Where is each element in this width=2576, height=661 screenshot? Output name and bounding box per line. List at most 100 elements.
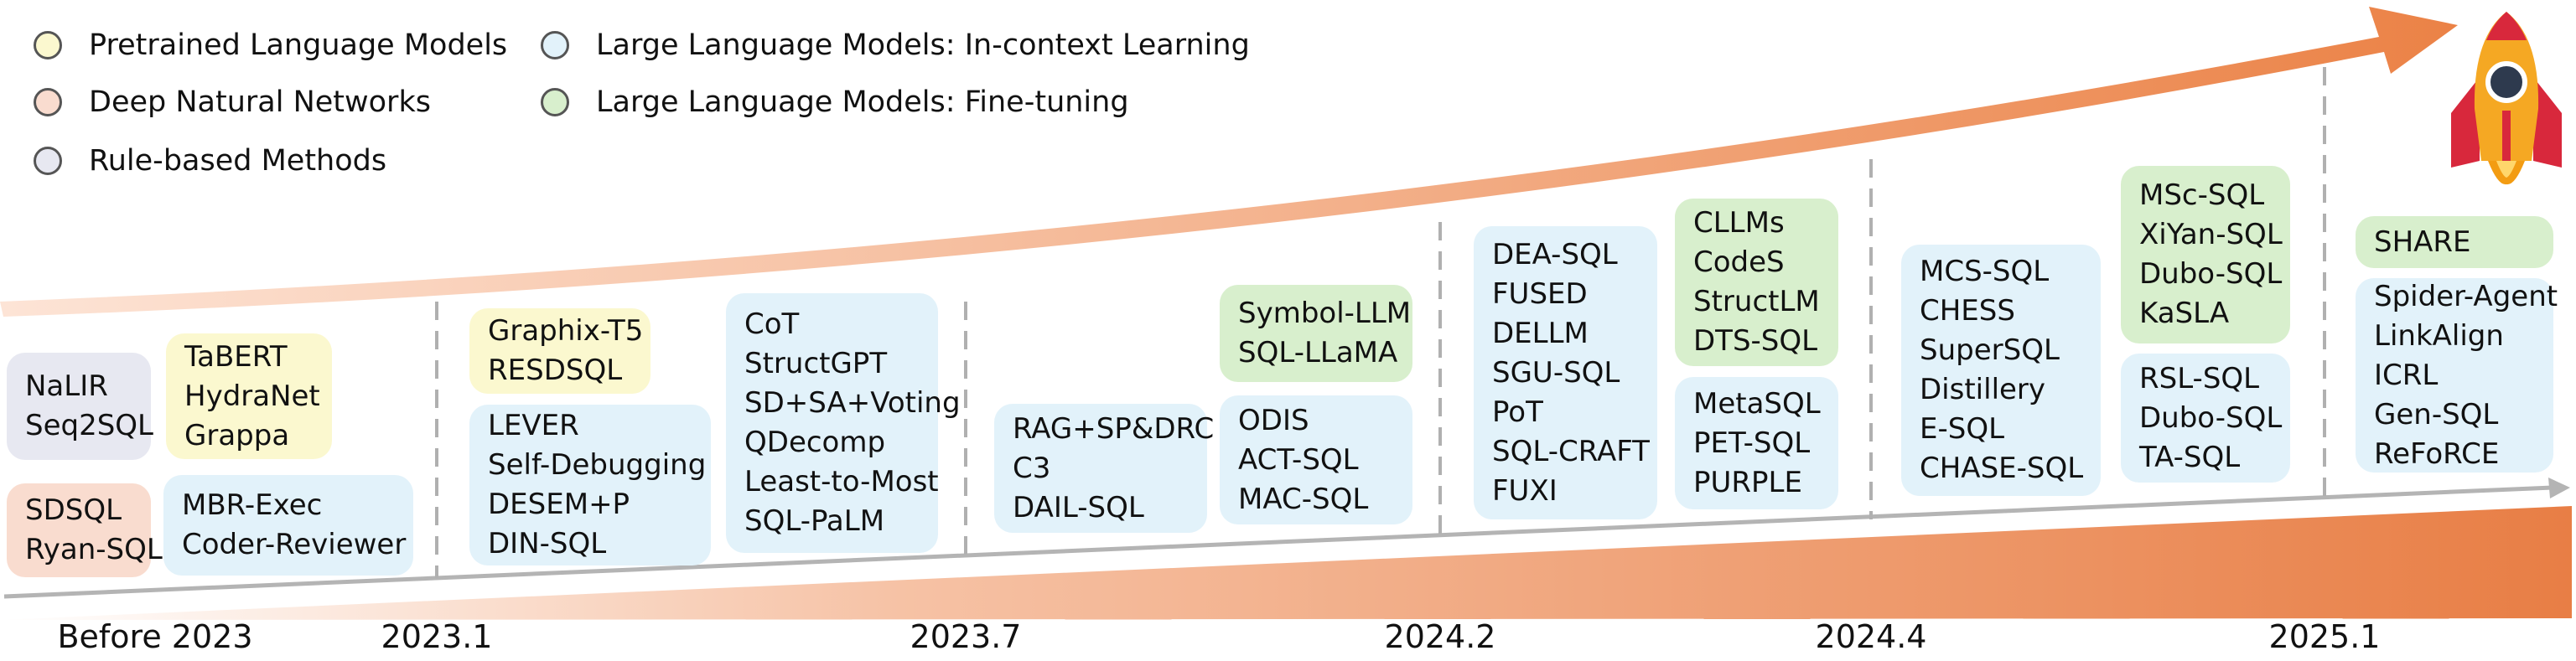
timeline-label: 2025.1 (2268, 618, 2381, 655)
method-item: Ryan-SQL (25, 533, 163, 566)
method-item: SQL-LLaMA (1238, 336, 1398, 369)
method-item: SGU-SQL (1492, 355, 1620, 390)
method-item: Gen-SQL (2374, 397, 2499, 431)
method-item: NaLIR (25, 369, 108, 403)
timeline-label: 2024.2 (1384, 618, 1496, 655)
method-item: LEVER (488, 409, 579, 442)
method-item: DTS-SQL (1693, 324, 1818, 358)
method-box-icl: ODIS ACT-SQL MAC-SQL (1220, 395, 1412, 524)
timeline-label: 2023.1 (381, 618, 493, 655)
legend-swatch (34, 31, 62, 59)
method-item: MAC-SQL (1238, 482, 1369, 516)
method-item: Dubo-SQL (2139, 257, 2283, 291)
legend-item-dnn: Deep Natural Networks (34, 82, 431, 122)
method-item: MetaSQL (1693, 386, 1821, 421)
method-item: HydraNet (184, 379, 320, 413)
method-item: Least-to-Most (744, 465, 939, 498)
method-box-fine-tuning: SHARE (2356, 216, 2553, 268)
method-item: C3 (1013, 451, 1051, 485)
method-box-icl: LEVER Self-Debugging DESEM+P DIN-SQL (469, 405, 711, 565)
legend-label: Large Language Models: In-context Learni… (596, 28, 1250, 62)
timeline-label: Before 2023 (57, 618, 253, 655)
method-item: Spider-Agent (2374, 279, 2558, 313)
legend-label: Rule-based Methods (89, 144, 387, 178)
method-item: FUXI (1492, 473, 1558, 508)
method-item: Grappa (184, 418, 290, 452)
rocket-icon (2451, 12, 2562, 185)
method-box-icl: MetaSQL PET-SQL PURPLE (1675, 377, 1838, 509)
method-item: StructLM (1693, 285, 1820, 318)
method-item: ODIS (1238, 403, 1309, 437)
method-item: Coder-Reviewer (182, 528, 407, 561)
legend-swatch (34, 88, 62, 116)
method-item: Symbol-LLM (1238, 297, 1412, 330)
timeline-label: 2024.4 (1815, 618, 1927, 655)
timeline-label: 2023.7 (910, 618, 1022, 655)
method-box-icl: DEA-SQL FUSED DELLM SGU-SQL PoT SQL-CRAF… (1474, 226, 1657, 519)
legend-swatch (34, 147, 62, 175)
method-item: MSc-SQL (2139, 178, 2265, 212)
method-box-fine-tuning: Symbol-LLM SQL-LLaMA (1220, 285, 1412, 382)
method-item: E-SQL (1920, 412, 2005, 446)
legend-item-pretrained: Pretrained Language Models (34, 25, 507, 65)
method-item: ACT-SQL (1238, 442, 1359, 477)
method-item: Self-Debugging (488, 448, 707, 482)
method-box-icl: CoT StructGPT SD+SA+Voting QDecomp Least… (726, 293, 961, 553)
legend-item-rule: Rule-based Methods (34, 141, 386, 181)
method-item: Graphix-T5 (488, 314, 644, 348)
method-item: SHARE (2374, 225, 2471, 259)
method-item: Distillery (1920, 373, 2046, 406)
method-item: RSL-SQL (2139, 361, 2260, 395)
method-item: CLLMs (1693, 206, 1785, 240)
method-item: Dubo-SQL (2139, 400, 2283, 435)
method-box-dnn: SDSQL Ryan-SQL (7, 483, 163, 577)
method-box-pretrained: TaBERT HydraNet Grappa (166, 333, 332, 459)
timeline-axis (3, 485, 2553, 599)
timeline-arrowhead (2548, 478, 2570, 498)
method-item: DAIL-SQL (1013, 490, 1144, 524)
method-item: CHESS (1920, 294, 2015, 328)
legend-label: Pretrained Language Models (89, 28, 508, 62)
method-box-icl: RSL-SQL Dubo-SQL TA-SQL (2121, 354, 2290, 483)
legend-label: Large Language Models: Fine-tuning (596, 85, 1129, 119)
method-item: DESEM+P (488, 488, 630, 521)
method-item: TaBERT (184, 339, 288, 374)
method-item: PET-SQL (1693, 426, 1811, 460)
method-item: DIN-SQL (488, 527, 607, 560)
method-box-rule-based: NaLIR Seq2SQL (7, 353, 153, 460)
legend-swatch (541, 31, 569, 59)
method-item: MBR-Exec (182, 488, 323, 522)
method-box-icl: MBR-Exec Coder-Reviewer (163, 475, 413, 576)
legend-swatch (541, 88, 569, 116)
method-item: SDSQL (25, 493, 122, 527)
legend-item-llm-icl: Large Language Models: In-context Learni… (541, 25, 1250, 65)
growth-wedge (0, 506, 2572, 620)
method-item: MCS-SQL (1920, 255, 2050, 288)
method-item: RAG+SP&DRC (1013, 411, 1215, 446)
method-item: KaSLA (2139, 297, 2230, 330)
method-item: LinkAlign (2374, 318, 2504, 353)
method-item: RESDSQL (488, 354, 623, 387)
method-item: SQL-PaLM (744, 504, 885, 538)
legend-item-llm-ft: Large Language Models: Fine-tuning (541, 82, 1129, 122)
method-item: PoT (1492, 395, 1543, 429)
method-item: QDecomp (744, 426, 886, 459)
method-item: PURPLE (1693, 465, 1802, 499)
method-item: XiYan-SQL (2139, 218, 2283, 251)
method-item: Seq2SQL (25, 409, 153, 442)
method-item: CHASE-SQL (1920, 452, 2084, 485)
method-item: CoT (744, 307, 800, 341)
method-box-icl: RAG+SP&DRC C3 DAIL-SQL (994, 404, 1215, 533)
method-item: FUSED (1492, 276, 1588, 311)
method-box-pretrained: Graphix-T5 RESDSQL (469, 308, 650, 394)
method-box-fine-tuning: MSc-SQL XiYan-SQL Dubo-SQL KaSLA (2121, 166, 2290, 343)
method-item: DEA-SQL (1492, 237, 1618, 271)
method-item: SuperSQL (1920, 333, 2060, 367)
legend-label: Deep Natural Networks (89, 85, 431, 119)
method-item: TA-SQL (2139, 440, 2241, 474)
method-item: ReFoRCE (2374, 436, 2500, 471)
method-item: SQL-CRAFT (1492, 434, 1650, 468)
method-box-fine-tuning: CLLMs CodeS StructLM DTS-SQL (1675, 199, 1838, 366)
method-item: StructGPT (744, 347, 888, 380)
